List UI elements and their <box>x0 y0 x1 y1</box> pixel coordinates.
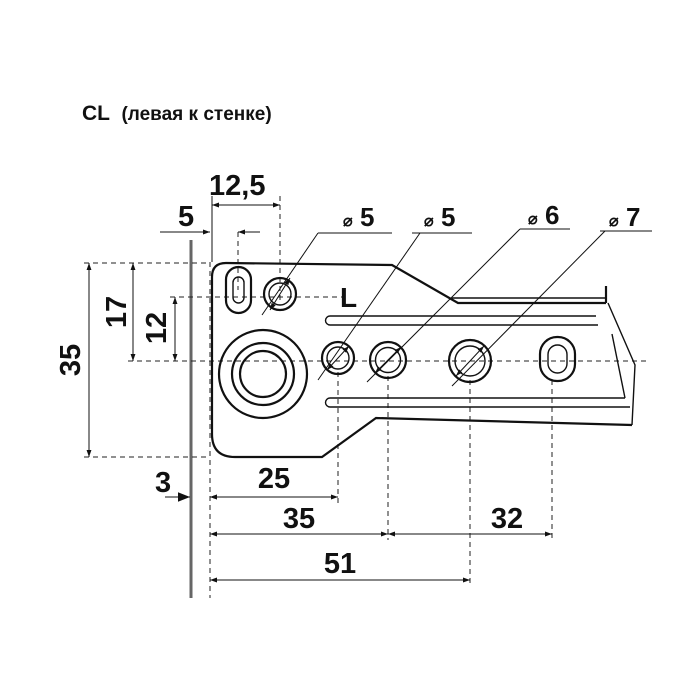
dimension-labels: 12,5 5 17 12 35 3 25 35 32 51 <box>55 170 523 580</box>
dim-label-51: 51 <box>324 548 356 580</box>
diameter-symbol-3: ⌀ <box>528 211 538 228</box>
oval-hole-2-inner <box>547 344 568 374</box>
bracket-ridge <box>611 333 626 399</box>
upper-slot-end <box>324 315 331 326</box>
leader-hole-3 <box>366 228 521 383</box>
round-hole-4 <box>447 338 493 384</box>
diameter-symbol-2: ⌀ <box>424 213 434 230</box>
dim-label-35-vertical: 35 <box>55 344 87 376</box>
hole-label-3: 6 <box>545 200 559 230</box>
arrow-hole-1 <box>269 277 291 311</box>
dim-label-25: 25 <box>258 463 290 495</box>
boss-outer <box>217 328 309 420</box>
title-description: (левая к стенке) <box>121 104 271 125</box>
dimension-lines <box>86 196 552 583</box>
bracket-part <box>210 261 636 459</box>
part-marking: L <box>340 282 357 313</box>
title-text: CL (левая к стенке) <box>82 102 272 125</box>
hole-label-2: 5 <box>441 202 455 232</box>
bracket-outline <box>210 261 633 459</box>
boss-bore <box>238 349 288 399</box>
arrow-hole-2 <box>326 345 350 371</box>
dim-label-35-horizontal: 35 <box>283 503 315 535</box>
dim-label-5: 5 <box>178 201 194 233</box>
oval-hole-1-inner <box>232 276 245 304</box>
dim-label-32: 32 <box>491 503 523 535</box>
lower-slot-end <box>324 397 331 408</box>
dim-label-3: 3 <box>155 467 171 499</box>
diameter-labels: ⌀ 5 ⌀ 5 ⌀ 6 ⌀ 7 <box>343 200 640 232</box>
round-hole-2 <box>320 340 356 376</box>
leader-hole-1 <box>261 232 319 316</box>
reference-lines <box>84 196 650 598</box>
diameter-symbol-4: ⌀ <box>609 213 619 230</box>
diameter-leaders <box>261 228 652 387</box>
hole-label-1: 5 <box>360 202 374 232</box>
oval-hole-1 <box>224 265 253 315</box>
oval-hole-2 <box>538 335 577 383</box>
leader-hole-4 <box>451 230 606 387</box>
hole-label-4: 7 <box>626 202 640 232</box>
arrow-hole-4 <box>455 345 485 377</box>
dim-label-17: 17 <box>101 296 133 328</box>
leader-hole-2 <box>317 232 421 381</box>
title-code: CL <box>82 102 110 125</box>
dim-label-12: 12 <box>141 312 173 344</box>
dim-label-12-5: 12,5 <box>209 170 265 202</box>
holes <box>217 265 577 420</box>
arrow-hole-3 <box>374 346 402 374</box>
boss-ring <box>230 341 296 407</box>
round-hole-3 <box>368 340 408 380</box>
bracket-end <box>607 302 636 426</box>
diameter-symbol-1: ⌀ <box>343 213 353 230</box>
